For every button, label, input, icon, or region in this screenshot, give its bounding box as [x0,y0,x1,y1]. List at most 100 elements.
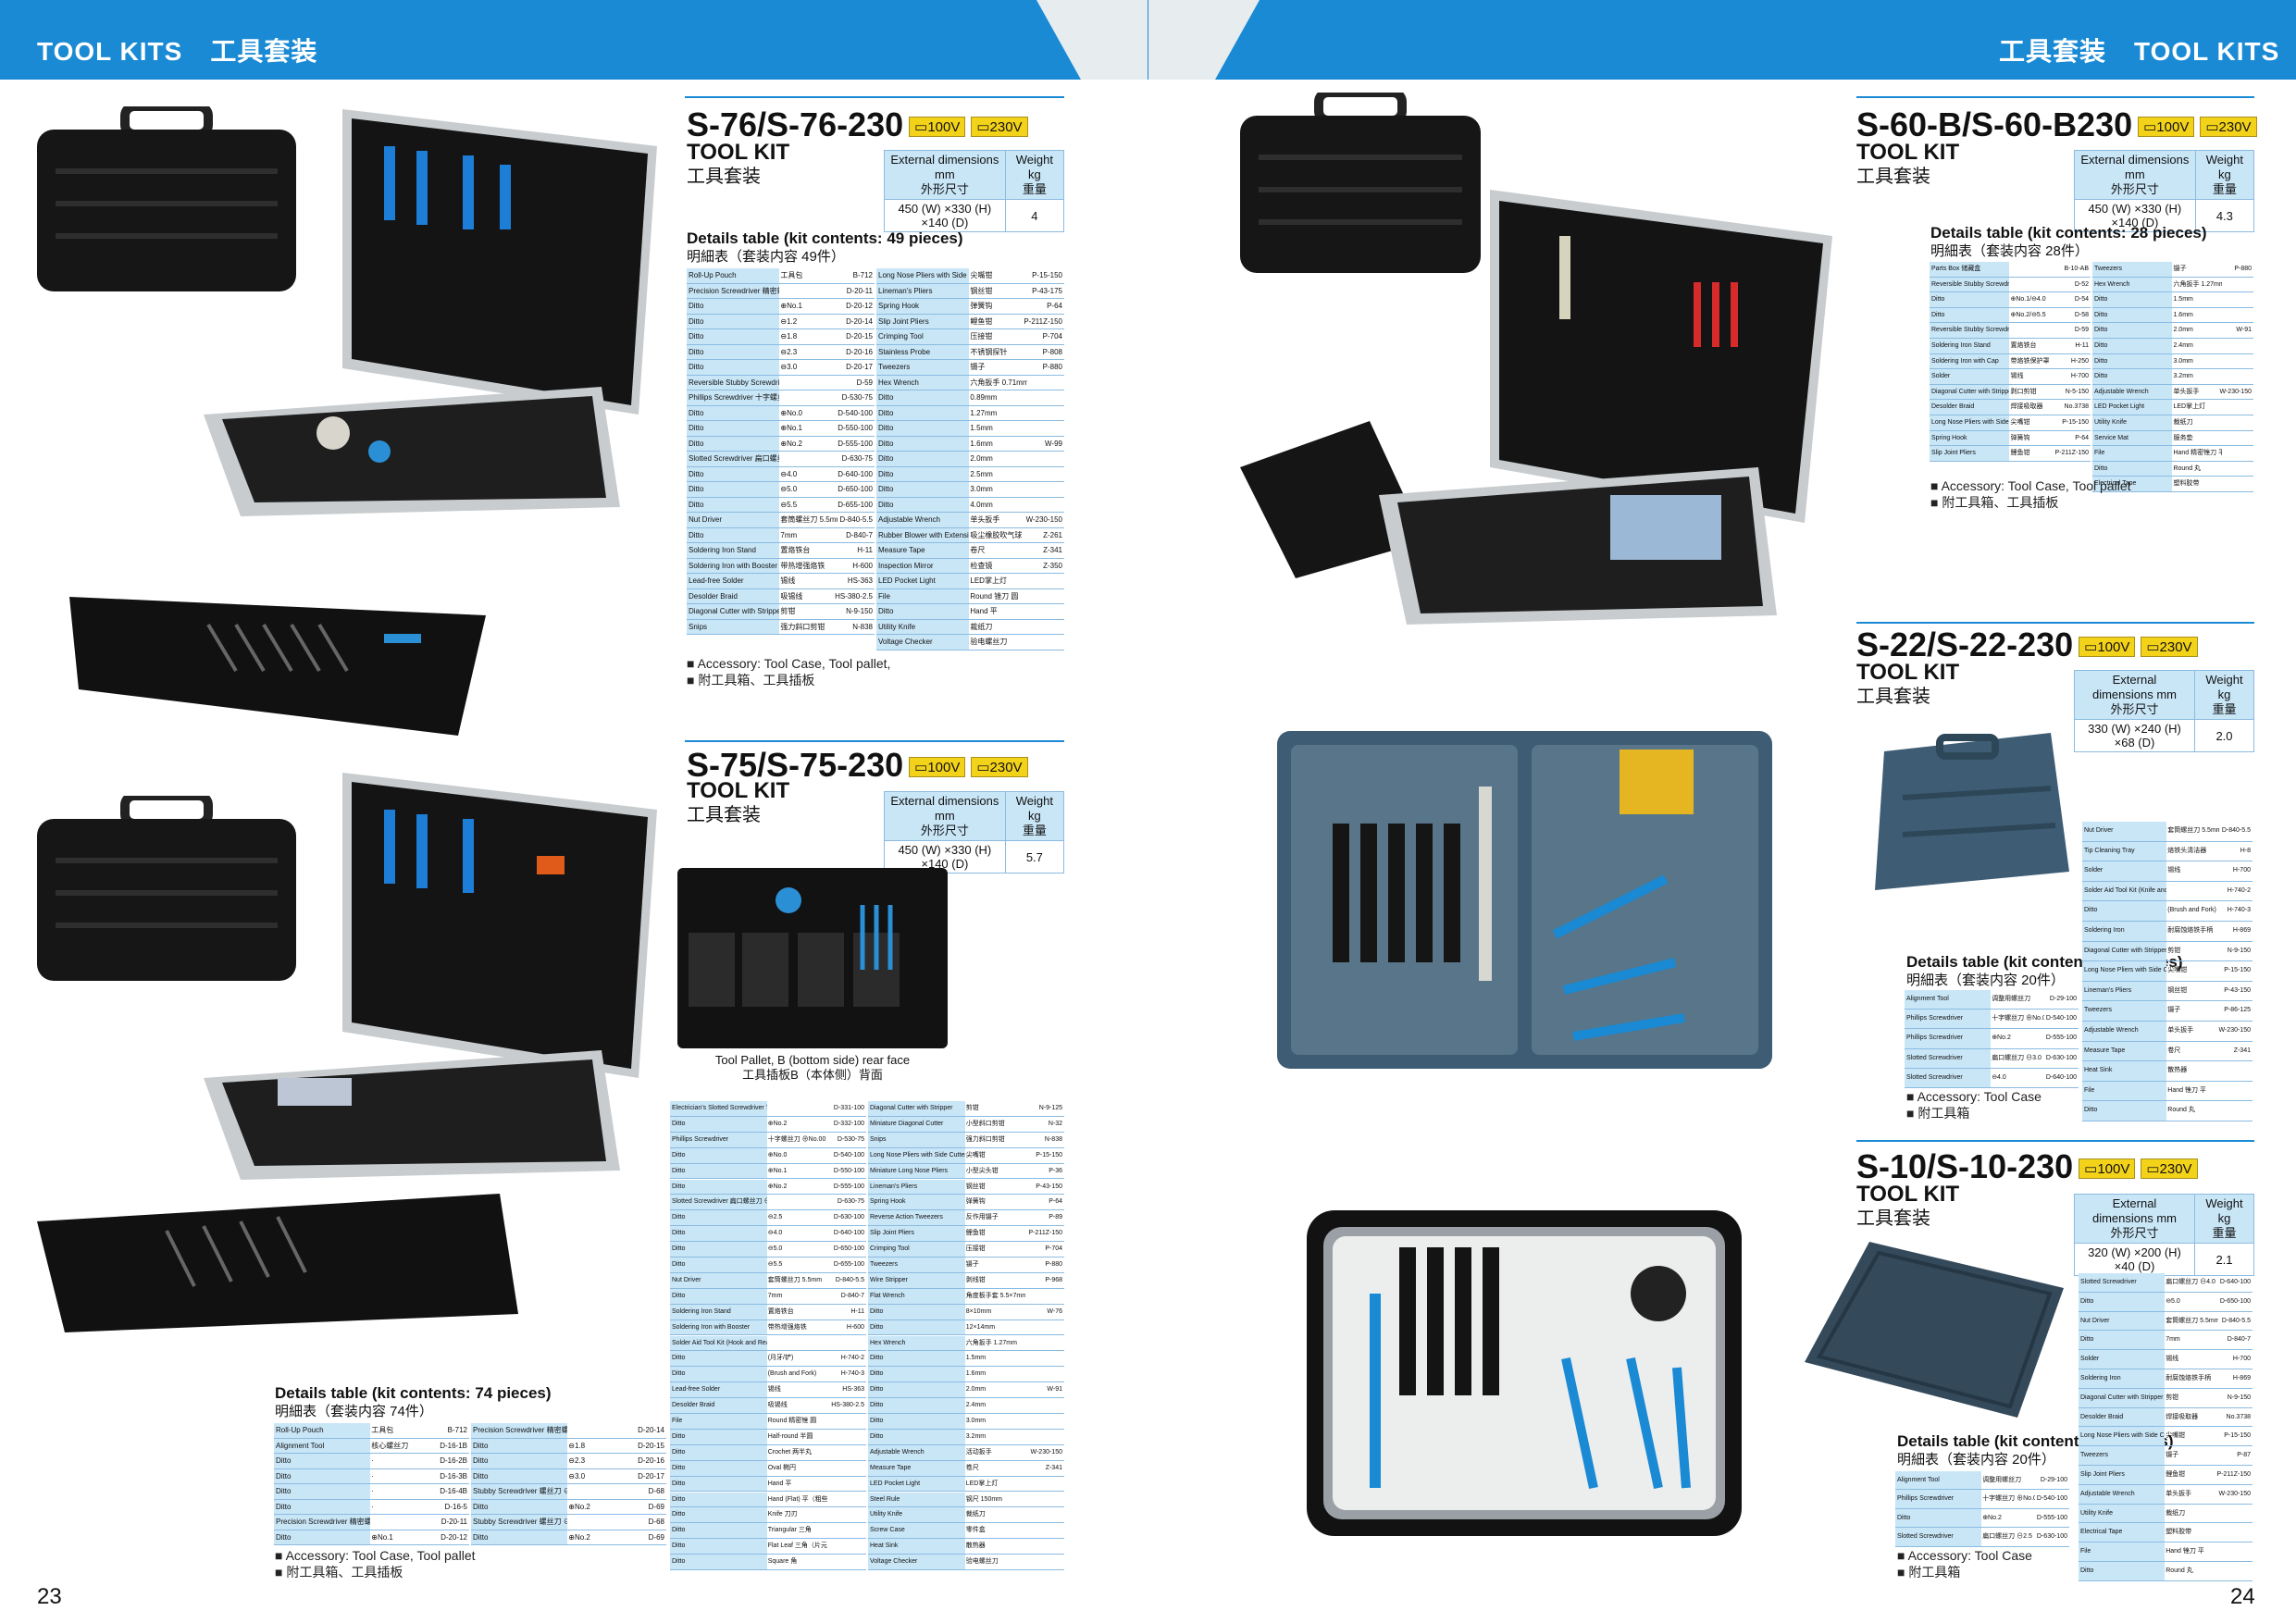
item-name: Lineman's Pliers [868,1179,965,1195]
item-spec: ⊕No.2 [568,1502,590,1511]
item-name: Ditto [868,1319,965,1335]
accessory-en: ■ Accessory: Tool Case, Tool pallet [275,1548,476,1563]
dims-header-en: External dimensions mm [890,794,999,823]
item-code: D-530-75 [837,1135,864,1143]
accessory-cn: ■ 附工具箱、工具插板 [1930,495,2059,510]
item-name: Nut Driver [2079,1311,2166,1331]
table-row: Stubby Screwdriver 螺丝刀 ⊖6.0D-68 [471,1515,666,1530]
item-name: Slotted Screwdriver [1905,1068,1992,1087]
item-name: File [670,1414,767,1429]
item-spec: 1.6mm [2173,311,2193,318]
item-spec: 核心螺丝刀 [371,1441,409,1450]
item-code: Z-341 [1043,546,1062,554]
item-name: Electrician's Slotted Screwdriver 電工螺丝刀 … [670,1101,767,1116]
item-name: Solder [1930,369,2010,384]
item-name: Electrical Tape [2079,1523,2166,1542]
item-name: Alignment Tool [1905,990,1992,1010]
item-spec: · [371,1471,374,1481]
kit-name: TOOL KIT 工具套装 [1856,1183,1959,1231]
item-spec: Round 丸 [2166,1567,2193,1574]
item-name: Spring Hook [1930,430,2010,446]
item-code: P-15-150 [2062,419,2089,426]
item-name: Ditto [876,452,970,466]
product-photo-open-case [1240,190,1842,634]
page-number-left: 23 [37,1584,62,1609]
item-name: Soldering Iron Stand [687,543,780,558]
item-spec: ⊕No.2/⊖5.5 [2010,311,2046,318]
item-code: D-630-100 [833,1214,864,1221]
item-name: Reversible Stubby Screwdriver 可替换短螺丝刀 ⊕N… [1930,277,2010,292]
item-code: D-20-16 [846,347,873,356]
item-code: D-550-100 [833,1167,864,1174]
item-spec: 六角扳手 1.27mm [965,1339,1017,1346]
details-title-en: Details table (kit contents: 74 pieces) [275,1384,552,1402]
details-title-cn: 明細表（套装内容 49件） [687,249,845,265]
table-row: Long Nose Pliers with Side Cutter尖嘴钳P-15… [2082,961,2253,982]
kit-name-en: TOOL KIT [1856,660,1960,685]
product-photo-open-case [1277,731,1772,1069]
item-name: Ditto [868,1414,965,1429]
item-spec: 鲤鱼钳 [965,1230,986,1237]
item-name: Ditto [670,1492,767,1507]
details-title-cn: 明細表（套装内容 20件） [1906,973,2065,988]
item-name: Ditto [471,1499,568,1514]
table-row: Reversible Stubby Screwdriver 可替换短螺丝刀 ⊕N… [1930,277,2091,293]
item-name: Ditto [1930,292,2010,307]
item-code: D-640-100 [2045,1073,2077,1081]
item-spec: Triangular 三角 [767,1527,812,1534]
item-code: P-808 [1042,347,1062,356]
item-code: H-600 [852,561,873,570]
dims-header-cn: 外形尺寸 [920,824,969,837]
item-code: D-655-100 [838,500,873,509]
item-name: Ditto [687,436,780,451]
table-row: Long Nose Pliers with Side Cutter尖嘴钳P-15… [1930,415,2091,431]
item-spec: 塑料胶带 [2166,1529,2192,1536]
item-name: Electrical Tape [2092,477,2173,491]
kit-name-en: TOOL KIT [687,140,790,165]
item-code: D-16-5 [444,1502,467,1511]
item-spec: 裁纸刀 [2173,419,2193,426]
item-name: Phillips Screwdriver [670,1132,767,1147]
item-code: D-840-5.5 [2221,827,2251,834]
item-code: D-840-7 [2227,1336,2251,1344]
table-row: Precision Screwdriver 精密螺丝刀 ⊖1.2D-20-14 [471,1423,666,1439]
item-code: H-11 [2075,342,2089,349]
item-name: Hex Wrench [868,1335,965,1351]
item-name: Heat Sink [868,1539,965,1555]
item-name: Slotted Screwdriver [1905,1048,1992,1068]
section-title-en: TOOL KITS [2134,37,2280,66]
section-title-en: TOOL KITS [37,37,183,66]
item-code: D-630-75 [841,454,873,463]
item-name: Ditto [687,405,780,420]
item-spec: Oval 椭円 [767,1464,797,1471]
item-code: P-880 [2234,266,2252,272]
item-spec: 工具包 [371,1426,394,1434]
voltage-badge-230v: ▭230V [2141,637,2198,658]
item-name: Ditto [2092,323,2173,338]
item-code: P-211Z-150 [2216,1471,2251,1478]
separator-line [685,96,1064,98]
item-code: D-68 [648,1518,664,1526]
item-spec: 置烙铁台 [780,546,811,554]
item-name: Slotted Screwdriver [1895,1528,1982,1546]
item-code: P-211Z-150 [1028,1230,1062,1237]
item-spec: 7mm [780,530,798,539]
